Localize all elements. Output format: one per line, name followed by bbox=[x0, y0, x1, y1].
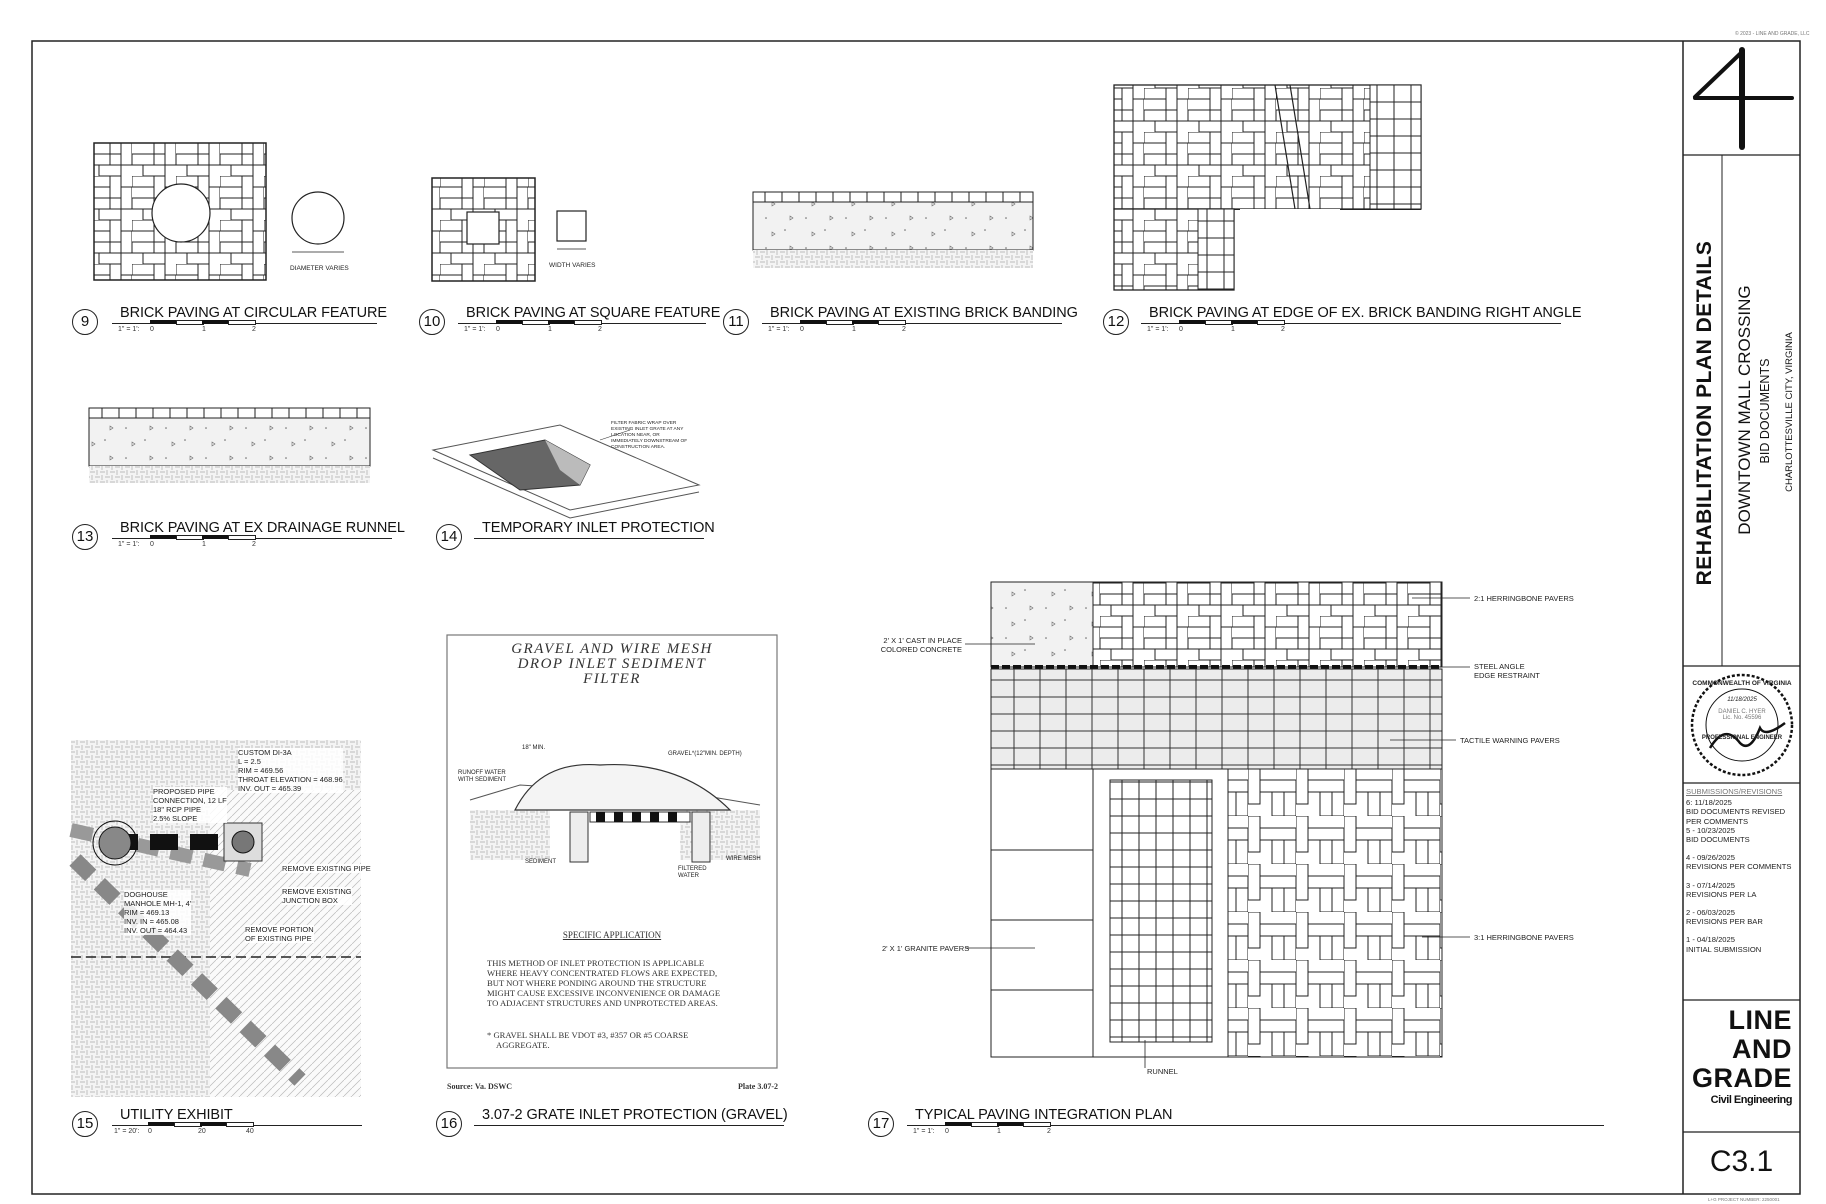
gravel-note: GRAVEL*(12"MIN. DEPTH) bbox=[668, 751, 742, 757]
detail-number: 15 bbox=[72, 1111, 98, 1137]
tactile-label: TACTILE WARNING PAVERS bbox=[1460, 736, 1560, 745]
detail-title: BRICK PAVING AT CIRCULAR FEATURE bbox=[120, 305, 387, 321]
engineer-seal bbox=[1690, 673, 1794, 777]
width-note: WIDTH VARIES bbox=[549, 262, 596, 269]
runnel-label: RUNNEL bbox=[1147, 1067, 1178, 1076]
sheet-number: C3.1 bbox=[1709, 1145, 1774, 1178]
detail-9-drawing bbox=[93, 142, 345, 281]
detail-title: TYPICAL PAVING INTEGRATION PLAN bbox=[915, 1107, 1173, 1123]
project-phase: BID DOCUMENTS bbox=[1758, 358, 1772, 464]
plate-number: Plate 3.07-2 bbox=[738, 1082, 778, 1091]
detail-number: 12 bbox=[1103, 309, 1129, 335]
project-name: DOWNTOWN MALL CROSSING bbox=[1735, 285, 1754, 535]
company-logo: LINE AND GRADE Civil Engineering bbox=[1691, 1005, 1793, 1107]
detail-13-drawing bbox=[88, 407, 371, 483]
copyright-note: © 2023 - LINE AND GRADE, LLC bbox=[1735, 31, 1810, 37]
source-note: Source: Va. DSWC bbox=[447, 1082, 512, 1091]
filter-fabric-note: FILTER FABRIC WRAP OVER EXISTING INLET G… bbox=[611, 421, 688, 450]
detail-title: UTILITY EXHIBIT bbox=[120, 1107, 233, 1123]
detail-title: TEMPORARY INLET PROTECTION bbox=[482, 520, 715, 536]
gravel-footnote: * GRAVEL SHALL BE VDOT #3, #357 OR #5 CO… bbox=[487, 1030, 689, 1050]
detail-number: 9 bbox=[72, 309, 98, 335]
granite-label: 2' X 1' GRANITE PAVERS bbox=[882, 944, 970, 953]
sheet-border bbox=[31, 40, 1801, 1195]
application-text: THIS METHOD OF INLET PROTECTION IS APPLI… bbox=[487, 958, 721, 1008]
leader-lines bbox=[965, 597, 1470, 1068]
remove-pipe-callout: REMOVE EXISTING PIPE bbox=[282, 864, 371, 873]
detail-title: BRICK PAVING AT SQUARE FEATURE bbox=[466, 305, 721, 321]
detail-16-drawing bbox=[446, 634, 778, 1069]
north-arrow-icon bbox=[1693, 47, 1794, 150]
detail-10-drawing bbox=[431, 177, 587, 282]
detail-number: 16 bbox=[436, 1111, 462, 1137]
detail-title: BRICK PAVING AT EX DRAINAGE RUNNEL bbox=[120, 520, 405, 536]
seal-text: COMMONWEALTH OF VIRGINIA 11/18/2025 DANI… bbox=[1692, 680, 1792, 741]
detail-title: 3.07-2 GRATE INLET PROTECTION (GRAVEL) bbox=[482, 1107, 788, 1123]
detail-15-drawing bbox=[69, 740, 361, 1097]
detail-number: 13 bbox=[72, 524, 98, 550]
sediment-note: SEDIMENT bbox=[525, 859, 557, 865]
sheet-title: REHABILITATION PLAN DETAILS bbox=[1693, 240, 1716, 586]
detail-12-drawing bbox=[1113, 84, 1422, 291]
detail-number: 17 bbox=[868, 1111, 894, 1137]
project-number: L+G PROJECT NUMBER: 2250001 bbox=[1708, 1197, 1780, 1202]
detail-14-drawing bbox=[431, 424, 701, 519]
detail-number: 11 bbox=[723, 309, 749, 335]
herringbone-21-label: 2:1 HERRINGBONE PAVERS bbox=[1474, 594, 1574, 603]
detail-11-drawing bbox=[752, 191, 1034, 268]
project-location: CHARLOTTESVILLE CITY, VIRGINIA bbox=[1784, 332, 1795, 492]
detail-number: 10 bbox=[419, 309, 445, 335]
wire-mesh-note: WIRE MESH bbox=[726, 856, 761, 862]
detail-title: BRICK PAVING AT EDGE OF EX. BRICK BANDIN… bbox=[1149, 305, 1582, 321]
application-heading: SPECIFIC APPLICATION bbox=[562, 930, 662, 940]
min-dim: 18" MIN. bbox=[522, 745, 546, 751]
detail-number: 14 bbox=[436, 524, 462, 550]
detail-17-drawing bbox=[990, 581, 1443, 1058]
detail-title: BRICK PAVING AT EXISTING BRICK BANDING bbox=[770, 305, 1078, 321]
herringbone-31-label: 3:1 HERRINGBONE PAVERS bbox=[1474, 933, 1574, 942]
diameter-note: DIAMETER VARIES bbox=[290, 265, 349, 272]
